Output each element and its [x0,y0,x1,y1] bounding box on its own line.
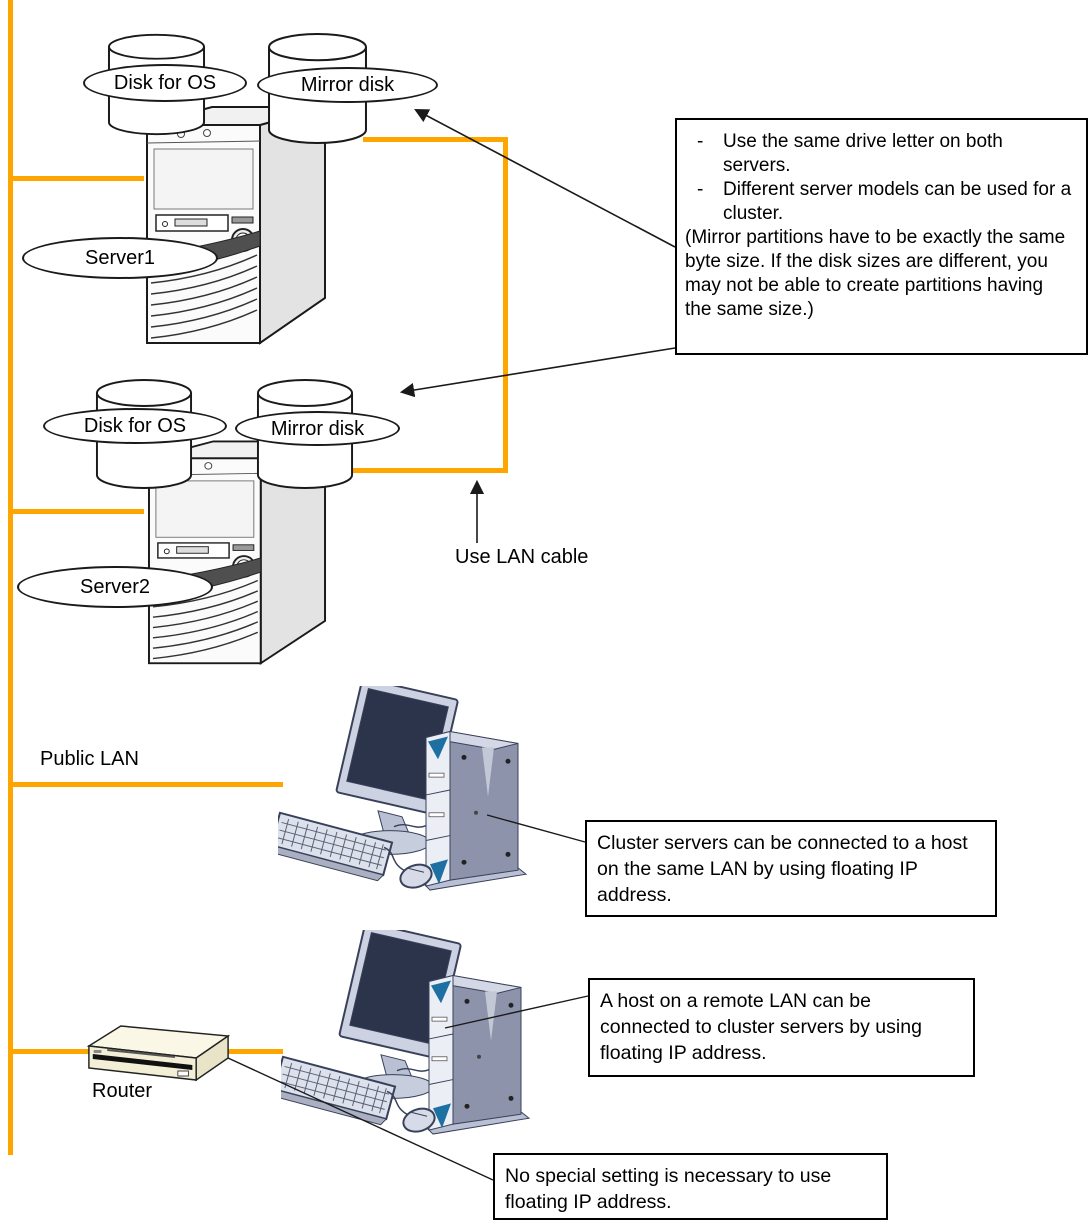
server1-name-label: Server1 [22,237,218,279]
router-label: Router [92,1080,153,1102]
remote-lan-host-pc-illustration [281,930,530,1137]
disk-note-bullet-2: - Different server models can be used fo… [685,178,1074,226]
interconnect-cable-bottom-segment [353,468,508,473]
bullet-dash: - [697,179,704,200]
server1-lan-branch-line [8,176,144,181]
disk-requirements-note-box: - Use the same drive letter on both serv… [675,118,1088,355]
disk-note-bullet-1: - Use the same drive letter on both serv… [685,130,1074,178]
server2-mirror-disk-label: Mirror disk [235,411,400,446]
note-to-mirror-disk1-arrow [414,108,676,248]
server2-os-disk-label: Disk for OS [43,408,227,444]
server1-mirror-disk-label: Mirror disk [257,67,438,103]
floating-ip-note-text: No special setting is necessary to use f… [505,1165,832,1213]
interconnect-cable-top-segment [363,137,508,142]
server1-os-disk-label: Disk for OS [83,64,247,102]
disk-note-bullet-1-text: Use the same drive letter on both server… [723,131,1003,176]
disk-note-bullet-2-text: Different server models can be used for … [723,179,1072,224]
floating-ip-note-box: No special setting is necessary to use f… [493,1153,888,1220]
public-lan-branch-line [8,782,283,787]
note-to-mirror-disk2-arrow [399,347,676,398]
bullet-dash: - [697,131,704,152]
server2-lan-branch-line [8,509,144,514]
public-lan-trunk-line [8,0,13,1155]
disk-note-parenthetical-text: (Mirror partitions have to be exactly th… [685,227,1066,320]
remote-lan-note-text: A host on a remote LAN can be connected … [600,990,922,1064]
router-illustration [88,1025,229,1081]
use-lan-cable-label: Use LAN cable [455,546,589,568]
public-lan-label: Public LAN [40,748,139,770]
server2-name-label: Server2 [17,566,213,608]
same-lan-host-pc-illustration [278,686,527,893]
same-lan-note-text: Cluster servers can be connected to a ho… [597,832,968,906]
remote-lan-note-box: A host on a remote LAN can be connected … [588,978,975,1077]
same-lan-note-box: Cluster servers can be connected to a ho… [585,820,997,917]
interconnect-cable-vertical-segment [503,137,508,473]
